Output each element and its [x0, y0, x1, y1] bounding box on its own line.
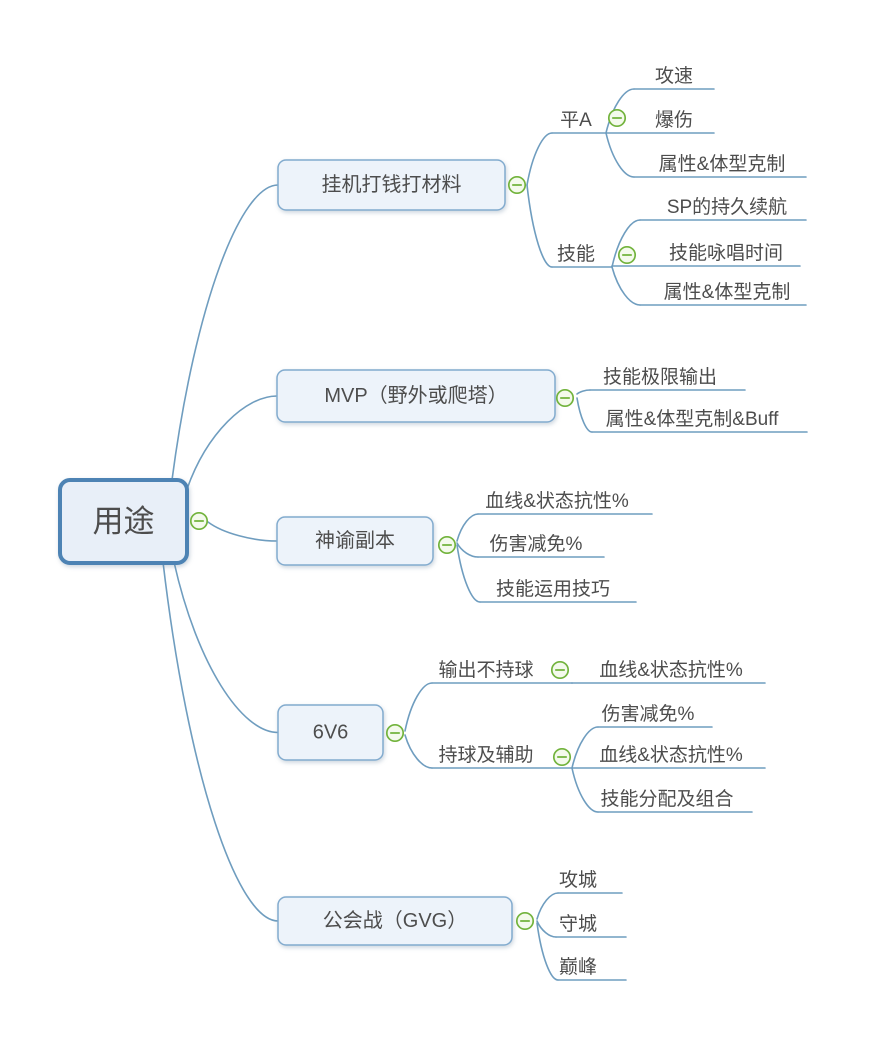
node-label-six-v-six[interactable]: 6V6 [313, 722, 349, 744]
edge-oracle-technique [456, 544, 481, 603]
edge-afk-skill-sp [611, 219, 641, 268]
node-label-ball-support[interactable]: 持球及辅助 [438, 744, 533, 766]
node-label-oracle-dmg-reduce[interactable]: 伤害减免% [490, 533, 583, 555]
node-box-mvp[interactable] [276, 369, 556, 423]
node-label-afk-skill[interactable]: 技能 [557, 243, 595, 265]
edge-support-skill-combo [571, 767, 599, 813]
node-box-root[interactable] [58, 478, 189, 565]
edge-support-dmg-reduce [571, 726, 599, 769]
edge-mvp [186, 395, 278, 490]
node-label-gvg-peak[interactable]: 巅峰 [559, 956, 597, 978]
edge-gvg-peak [536, 922, 559, 981]
edge-gvg-siege [536, 892, 559, 920]
node-label-oracle-technique[interactable]: 技能运用技巧 [496, 578, 610, 600]
node-label-afk[interactable]: 挂机打钱打材料 [322, 173, 462, 196]
node-label-dps-no-ball[interactable]: 输出不持球 [438, 659, 533, 681]
edge-gvg [162, 561, 279, 922]
node-label-root[interactable]: 用途 [93, 504, 155, 539]
edge-oracle-hp-resist [456, 513, 479, 542]
edge-mvp-burst [576, 389, 591, 395]
node-box-afk[interactable] [277, 159, 506, 211]
edges-layer [162, 88, 808, 981]
node-label-oracle[interactable]: 神谕副本 [315, 529, 395, 552]
node-box-gvg[interactable] [277, 896, 513, 946]
node-label-afk-skill-cast[interactable]: 技能咏唱时间 [669, 242, 783, 264]
collapse-icon-mvp[interactable] [555, 388, 575, 408]
node-label-dps-hp-resist[interactable]: 血线&状态抗性% [599, 659, 743, 681]
collapse-icon-afk-basic-attack[interactable] [607, 108, 627, 128]
node-label-afk-pa-aspd[interactable]: 攻速 [655, 65, 693, 87]
nodes-layer: 用途挂机打钱打材料平A攻速爆伤属性&体型克制技能SP的持久续航技能咏唱时间属性&… [58, 65, 791, 978]
node-label-gvg[interactable]: 公会战（GVG） [323, 909, 467, 932]
collapse-icon-afk[interactable] [507, 175, 527, 195]
collapse-icon-six-v-six[interactable] [385, 723, 405, 743]
collapse-icon-oracle[interactable] [437, 535, 457, 555]
node-label-mvp-counter-buff[interactable]: 属性&体型克制&Buff [606, 408, 780, 430]
edge-oracle [207, 521, 278, 542]
node-label-gvg-siege[interactable]: 攻城 [559, 869, 597, 891]
edge-mvp-counter-buff [576, 397, 593, 433]
node-label-afk-basic-attack[interactable]: 平A [560, 110, 592, 131]
node-label-afk-pa-counter[interactable]: 属性&体型克制 [659, 153, 786, 175]
edge-afk-pa-aspd [605, 88, 635, 134]
node-box-six-v-six[interactable] [277, 704, 384, 761]
edge-afk-basic-attack [526, 132, 553, 186]
edge-afk-pa-counter [605, 132, 635, 178]
node-label-afk-skill-sp[interactable]: SP的持久续航 [667, 196, 787, 218]
edge-afk-skill [526, 184, 553, 268]
edge-ball-support [404, 734, 433, 769]
collapse-icon-gvg[interactable] [515, 911, 535, 931]
edge-afk-skill-counter [611, 266, 641, 306]
collapse-icon-afk-skill[interactable] [617, 245, 637, 265]
node-label-mvp[interactable]: MVP（野外或爬塔） [324, 384, 507, 407]
node-label-support-skill-combo[interactable]: 技能分配及组合 [600, 788, 733, 810]
node-label-mvp-burst[interactable]: 技能极限输出 [603, 366, 717, 388]
collapse-icons-layer [189, 108, 637, 931]
edge-afk [171, 184, 279, 481]
collapse-icon-root[interactable] [189, 511, 209, 531]
node-label-afk-pa-critdmg[interactable]: 爆伤 [655, 109, 693, 131]
collapse-icon-dps-no-ball[interactable] [550, 660, 570, 680]
edge-gvg-defense [536, 920, 557, 938]
edge-dps-no-ball [404, 682, 433, 732]
edge-oracle-dmg-reduce [456, 542, 479, 558]
node-label-support-hp-resist[interactable]: 血线&状态抗性% [599, 744, 743, 766]
node-box-oracle[interactable] [276, 516, 434, 566]
edge-six-v-six [173, 561, 279, 734]
node-label-support-dmg-reduce[interactable]: 伤害减免% [602, 703, 695, 725]
node-label-afk-skill-counter[interactable]: 属性&体型克制 [664, 281, 791, 303]
node-label-oracle-hp-resist[interactable]: 血线&状态抗性% [485, 490, 629, 512]
collapse-icon-ball-support[interactable] [552, 747, 572, 767]
node-label-gvg-defense[interactable]: 守城 [559, 913, 597, 935]
